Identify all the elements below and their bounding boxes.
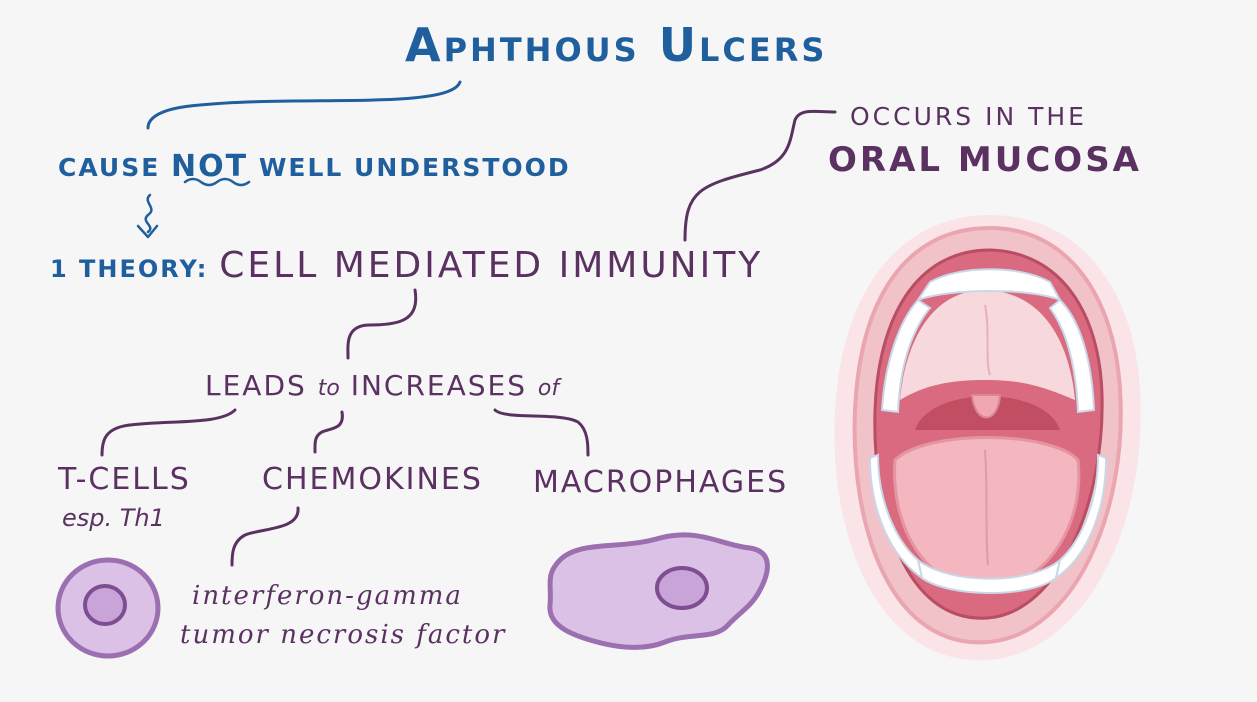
leads-word-4: of	[538, 376, 559, 401]
leads-word-3: INCREASES	[351, 369, 527, 402]
macrophage-nucleus	[657, 568, 707, 608]
oral-cavity-illustration	[834, 215, 1140, 660]
macrophage-illustration	[550, 535, 768, 647]
leads-to-macrophages-line	[495, 410, 588, 455]
t-cell-illustration	[58, 560, 158, 656]
location-line-2: ORAL MUCOSA	[828, 143, 1142, 177]
chemokine-example-2: tumor necrosis factor	[180, 622, 506, 648]
t-cell-nucleus	[85, 586, 125, 624]
leads-word-1: LEADS	[205, 369, 307, 402]
theory-text: CELL MEDIATED IMMUNITY	[219, 245, 763, 286]
theory-statement: 1 THEORY: CELL MEDIATED IMMUNITY	[50, 248, 763, 284]
leads-word-2: to	[318, 376, 340, 401]
immunity-to-leads-line	[348, 290, 416, 358]
chemokines-label: CHEMOKINES	[262, 465, 483, 495]
page-title: Aphthous Ulcers	[405, 22, 827, 68]
title-to-cause-line	[148, 82, 460, 128]
leads-to-tcells-line	[102, 410, 235, 455]
cause-statement: CAUSE NOT WELL UNDERSTOOD	[58, 152, 571, 182]
leads-statement: LEADS to INCREASES of	[205, 372, 559, 400]
chemokines-to-list-line	[232, 508, 298, 565]
cause-emphasis: NOT	[171, 149, 248, 184]
cause-prefix: CAUSE	[58, 153, 160, 182]
leads-to-chemokines-line	[315, 412, 342, 452]
t-cells-label: T-CELLS	[58, 465, 191, 495]
location-line-1: OCCURS IN THE	[850, 104, 1087, 129]
chemokine-example-1: interferon-gamma	[192, 583, 463, 609]
theory-label: 1 THEORY:	[50, 255, 208, 283]
macrophages-label: MACROPHAGES	[533, 468, 788, 498]
cause-suffix: WELL UNDERSTOOD	[259, 153, 571, 182]
cause-to-theory-arrow	[146, 195, 152, 232]
t-cells-sublabel: esp. Th1	[62, 506, 165, 530]
immunity-to-location-line	[685, 111, 835, 240]
